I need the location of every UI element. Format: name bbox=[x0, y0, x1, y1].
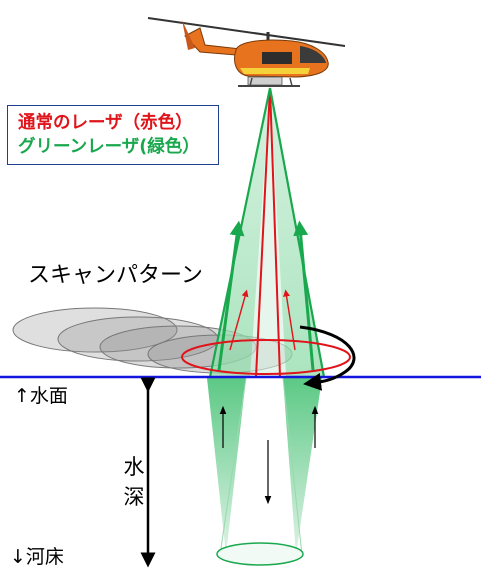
river-bed-footprint bbox=[216, 542, 304, 566]
water-cone-edge-left bbox=[219, 377, 247, 556]
red-laser-beam-left bbox=[255, 87, 271, 378]
river-bed-label: ↓河床 bbox=[10, 546, 64, 568]
red-laser-beam-right bbox=[269, 87, 281, 378]
water-surface-label: ↑水面 bbox=[14, 385, 68, 407]
helicopter-icon bbox=[147, 17, 346, 87]
water-depth-label: 水深 bbox=[123, 455, 145, 509]
green-return-arrow-left bbox=[217, 220, 245, 371]
red-scan-ellipse bbox=[181, 339, 351, 375]
green-water-right bbox=[283, 378, 322, 555]
water-cone-edge-right bbox=[282, 377, 303, 556]
scan-footprint bbox=[12, 307, 178, 353]
legend-green-laser: グリーンレーザ(緑色） bbox=[18, 137, 200, 157]
legend-normal-laser: 通常のレーザ（赤色） bbox=[18, 113, 193, 133]
legend: 通常のレーザ（赤色） グリーンレーザ(緑色） bbox=[7, 105, 219, 165]
green-return-arrow-right bbox=[293, 220, 315, 371]
rotation-arrow-icon bbox=[299, 325, 356, 391]
scan-pattern-label: スキャンパターン bbox=[28, 263, 203, 288]
green-water-left bbox=[207, 378, 246, 555]
